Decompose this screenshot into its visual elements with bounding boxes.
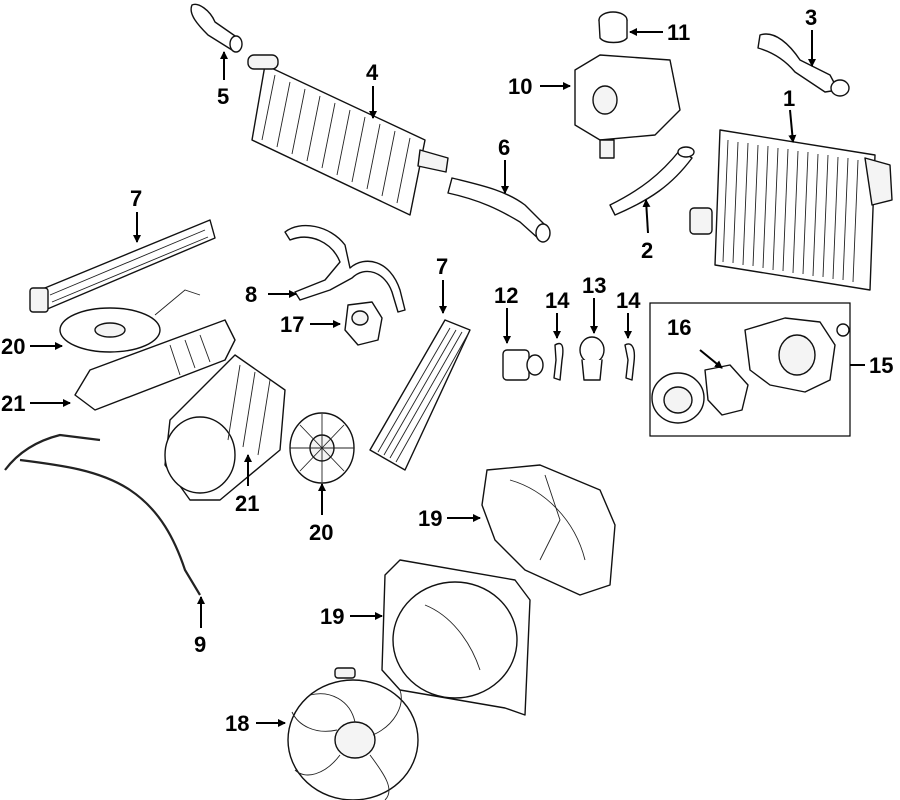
- part-17-valve: [344, 301, 383, 346]
- part-10-reservoir: [574, 54, 681, 159]
- callout-21a: 21: [1, 391, 25, 416]
- callout-9: 9: [194, 632, 206, 657]
- part-13-thermostat: [579, 336, 605, 381]
- part-18-fan: [287, 667, 419, 800]
- callout-13: 13: [582, 273, 606, 298]
- part-20-fan-middle: [289, 412, 355, 484]
- callout-12: 12: [494, 283, 518, 308]
- callout-8: 8: [245, 282, 257, 307]
- part-19-shroud-upper: [481, 464, 616, 596]
- part-16-pulley: [651, 364, 749, 424]
- callout-3: 3: [805, 5, 817, 30]
- callout-14a: 14: [545, 288, 570, 313]
- part-8-pipe: [284, 224, 406, 313]
- callout-18: 18: [225, 711, 249, 736]
- part-4-radiator: [247, 54, 449, 216]
- callout-11: 11: [667, 20, 690, 45]
- part-15-water-pump: [744, 317, 850, 393]
- part-15-frame: [649, 302, 851, 437]
- callout-19b: 19: [320, 604, 344, 629]
- part-20-fan-left: [59, 289, 201, 353]
- part-3-hose: [757, 33, 850, 97]
- part-14-gasket-b: [624, 343, 636, 381]
- part-2-hose: [609, 146, 695, 216]
- part-6-hose: [447, 177, 551, 243]
- part-19-shroud-lower: [381, 559, 531, 716]
- part-14-gasket-a: [553, 342, 564, 381]
- callout-2: 2: [641, 238, 653, 263]
- callout-10: 10: [508, 74, 532, 99]
- callout-16: 16: [667, 315, 691, 340]
- callout-4: 4: [366, 60, 379, 85]
- part-9-harness: [4, 433, 201, 596]
- callout-7b: 7: [436, 254, 448, 279]
- callout-5: 5: [217, 84, 229, 109]
- part-12-thermostat: [502, 349, 544, 381]
- part-21-shroud-center: [164, 354, 286, 501]
- callout-6: 6: [498, 135, 510, 160]
- callout-14b: 14: [616, 288, 641, 313]
- callout-15: 15: [869, 353, 893, 378]
- callout-20b: 20: [309, 520, 333, 545]
- callout-arrows: [30, 28, 865, 727]
- part-1-radiator: [689, 129, 893, 291]
- callout-7a: 7: [130, 186, 142, 211]
- part-21-shroud-left: [74, 319, 236, 411]
- callout-19a: 19: [418, 506, 442, 531]
- callout-21b: 21: [235, 491, 259, 516]
- callout-labels: 1 2 3 4 5 6 7 7 8 9 10 11 12 13 14 14 15…: [1, 5, 893, 736]
- part-7-cooler-left: [29, 219, 216, 313]
- part-5-fitting: [190, 3, 243, 53]
- part-11-cap: [598, 11, 628, 44]
- callout-1: 1: [783, 86, 795, 111]
- callout-20a: 20: [1, 334, 25, 359]
- callout-17: 17: [280, 312, 304, 337]
- part-7-condenser: [369, 319, 471, 471]
